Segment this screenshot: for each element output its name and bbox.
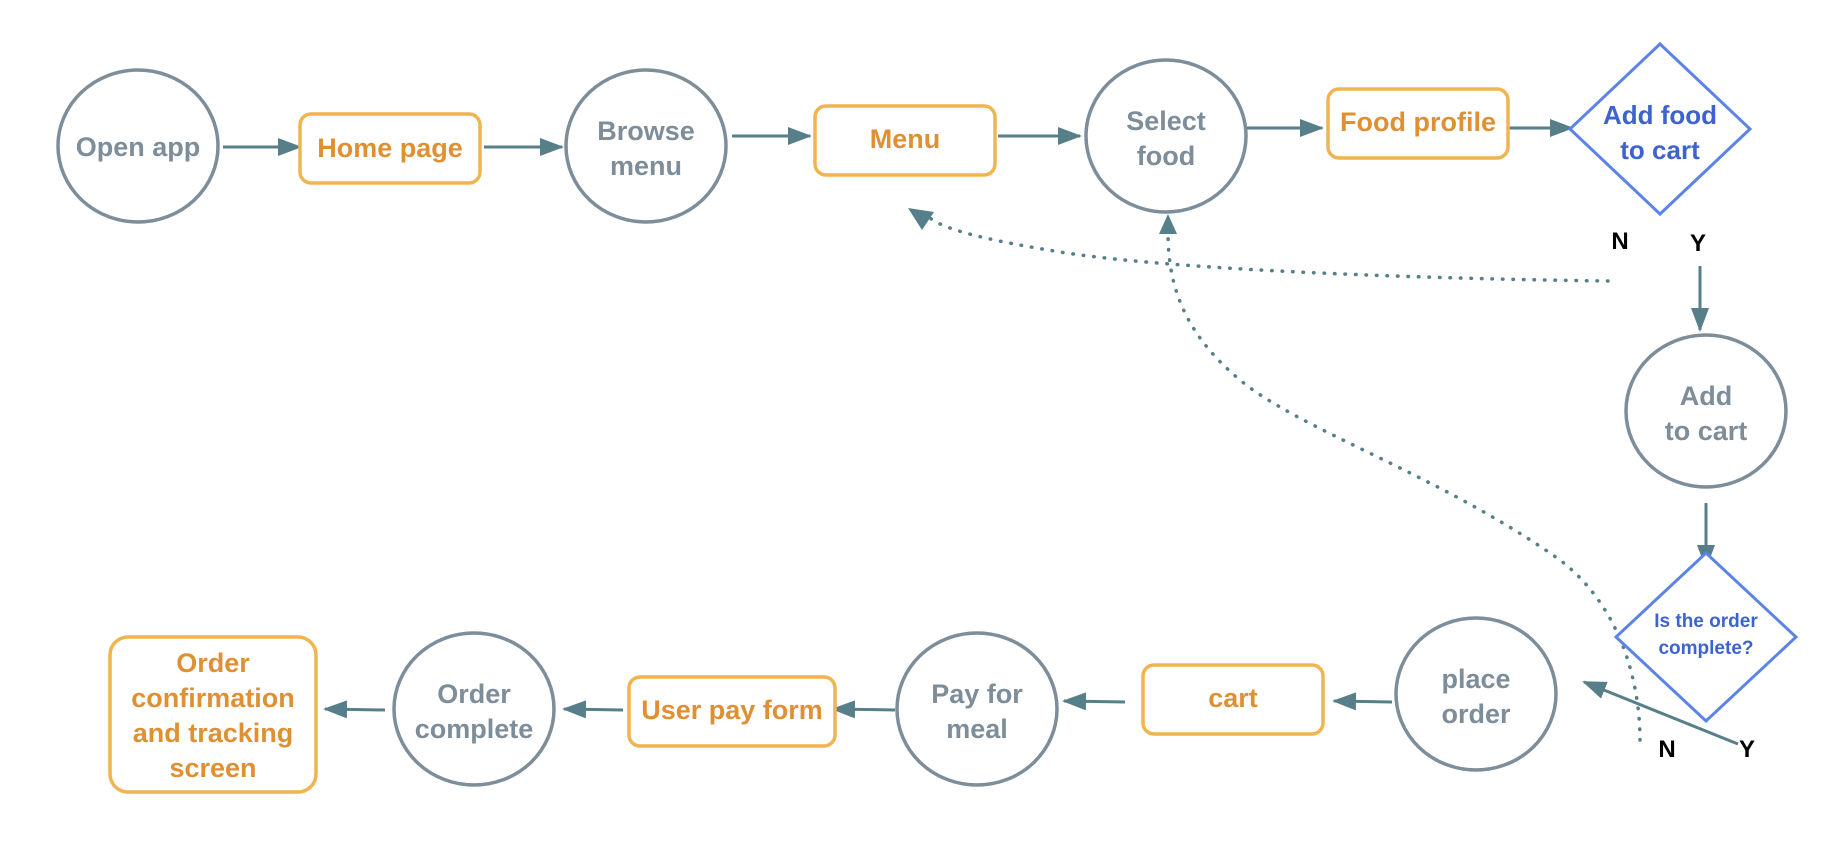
- node-open-app: [56, 68, 220, 224]
- label-add-food-line2: to cart: [1620, 135, 1700, 165]
- process-nodes: [56, 58, 1788, 787]
- arrow-pay-to-form: [831, 700, 896, 719]
- label-browse-menu-line2: menu: [610, 151, 682, 181]
- label-home-page: Home page: [317, 133, 463, 163]
- arrow-yes-to-place-order: [1582, 680, 1739, 746]
- flow-arrows: [223, 119, 1739, 746]
- node-select-food: [1084, 58, 1248, 214]
- branch-order-yes: Y: [1739, 736, 1755, 763]
- branch-order-no: N: [1658, 736, 1675, 763]
- screen-labels: Home page Menu Food profile cart User pa…: [131, 107, 1496, 783]
- label-order-confirmation-line1: Order: [176, 648, 250, 678]
- label-food-profile: Food profile: [1340, 107, 1496, 137]
- dotted-arrowhead-select: [1159, 214, 1177, 234]
- node-menu: [813, 104, 997, 177]
- node-place-order: [1394, 616, 1558, 772]
- node-add-food-decision: [1567, 41, 1753, 217]
- node-cart: [1141, 663, 1325, 736]
- label-browse-menu-line1: Browse: [597, 116, 695, 146]
- label-open-app: Open app: [76, 132, 201, 162]
- node-order-complete-decision: [1613, 550, 1799, 724]
- label-order-decision-line2: complete?: [1658, 638, 1753, 659]
- dotted-return-arrows: [928, 216, 1642, 742]
- node-home-page: [298, 112, 482, 185]
- decision-nodes: [1567, 41, 1799, 724]
- screen-nodes: [108, 87, 1510, 794]
- node-add-to-cart: [1624, 333, 1788, 489]
- branch-add-food-no: N: [1611, 228, 1628, 255]
- label-pay-for-meal-line2: meal: [946, 714, 1008, 744]
- label-add-to-cart-line1: Add: [1680, 381, 1732, 411]
- label-add-to-cart-line2: to cart: [1665, 416, 1748, 446]
- node-order-confirmation: [108, 635, 318, 794]
- label-pay-for-meal-line1: Pay for: [931, 679, 1023, 709]
- dotted-arrowhead-menu: [908, 208, 934, 230]
- label-order-decision-line1: Is the order: [1654, 611, 1758, 632]
- label-place-order-line1: place: [1441, 664, 1510, 694]
- branch-labels: N Y N Y: [1611, 228, 1755, 763]
- label-select-food-line1: Select: [1126, 106, 1206, 136]
- label-add-food-line1: Add food: [1603, 100, 1717, 130]
- label-select-food-line2: food: [1137, 141, 1195, 171]
- label-order-complete-line2: complete: [415, 714, 534, 744]
- node-order-complete: [392, 631, 556, 787]
- label-cart: cart: [1208, 683, 1258, 713]
- branch-add-food-yes: Y: [1690, 230, 1706, 257]
- label-user-pay-form: User pay form: [641, 695, 823, 725]
- label-order-confirmation-line4: screen: [169, 753, 256, 783]
- label-place-order-line2: order: [1441, 699, 1511, 729]
- label-order-complete-line1: Order: [437, 679, 511, 709]
- node-pay-for-meal: [895, 631, 1059, 787]
- label-menu: Menu: [870, 124, 941, 154]
- label-order-confirmation-line2: confirmation: [131, 683, 295, 713]
- arrow-form-to-complete: [562, 700, 624, 719]
- node-food-profile: [1326, 87, 1510, 160]
- node-user-pay-form: [627, 675, 837, 748]
- node-browse-menu: [564, 68, 728, 224]
- arrow-complete-to-confirmation: [323, 700, 386, 719]
- arrow-place-order-to-cart: [1332, 692, 1393, 711]
- arrow-cart-to-pay: [1062, 692, 1126, 711]
- process-labels: Open app Browse menu Select food Add to …: [76, 106, 1748, 744]
- arrow-add-food-no-to-menu: [928, 216, 1610, 283]
- label-order-confirmation-line3: and tracking: [133, 718, 294, 748]
- decision-labels: Add food to cart Is the order complete?: [1603, 100, 1758, 659]
